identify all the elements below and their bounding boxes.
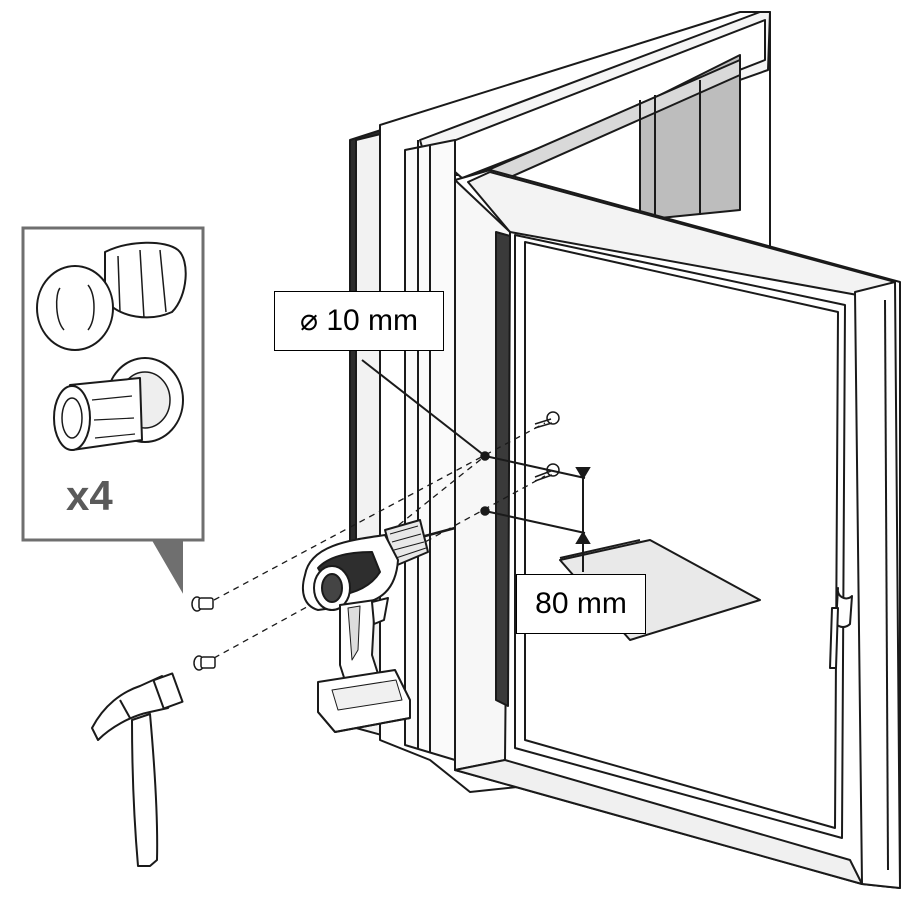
cordless-drill-icon	[301, 519, 456, 733]
hammer-icon	[91, 672, 184, 867]
quantity-callout-panel	[21, 226, 205, 594]
wall-plug-icon	[191, 596, 216, 671]
screw-icon	[53, 357, 184, 451]
quantity-label: x4	[66, 472, 113, 519]
dimension-lines	[361, 359, 591, 572]
window-sash	[454, 169, 901, 889]
hole-diameter-label: ⌀ 10 mm	[274, 291, 444, 351]
wall-plug-icon	[36, 241, 187, 351]
hole-spacing-label: 80 mm	[516, 574, 646, 634]
